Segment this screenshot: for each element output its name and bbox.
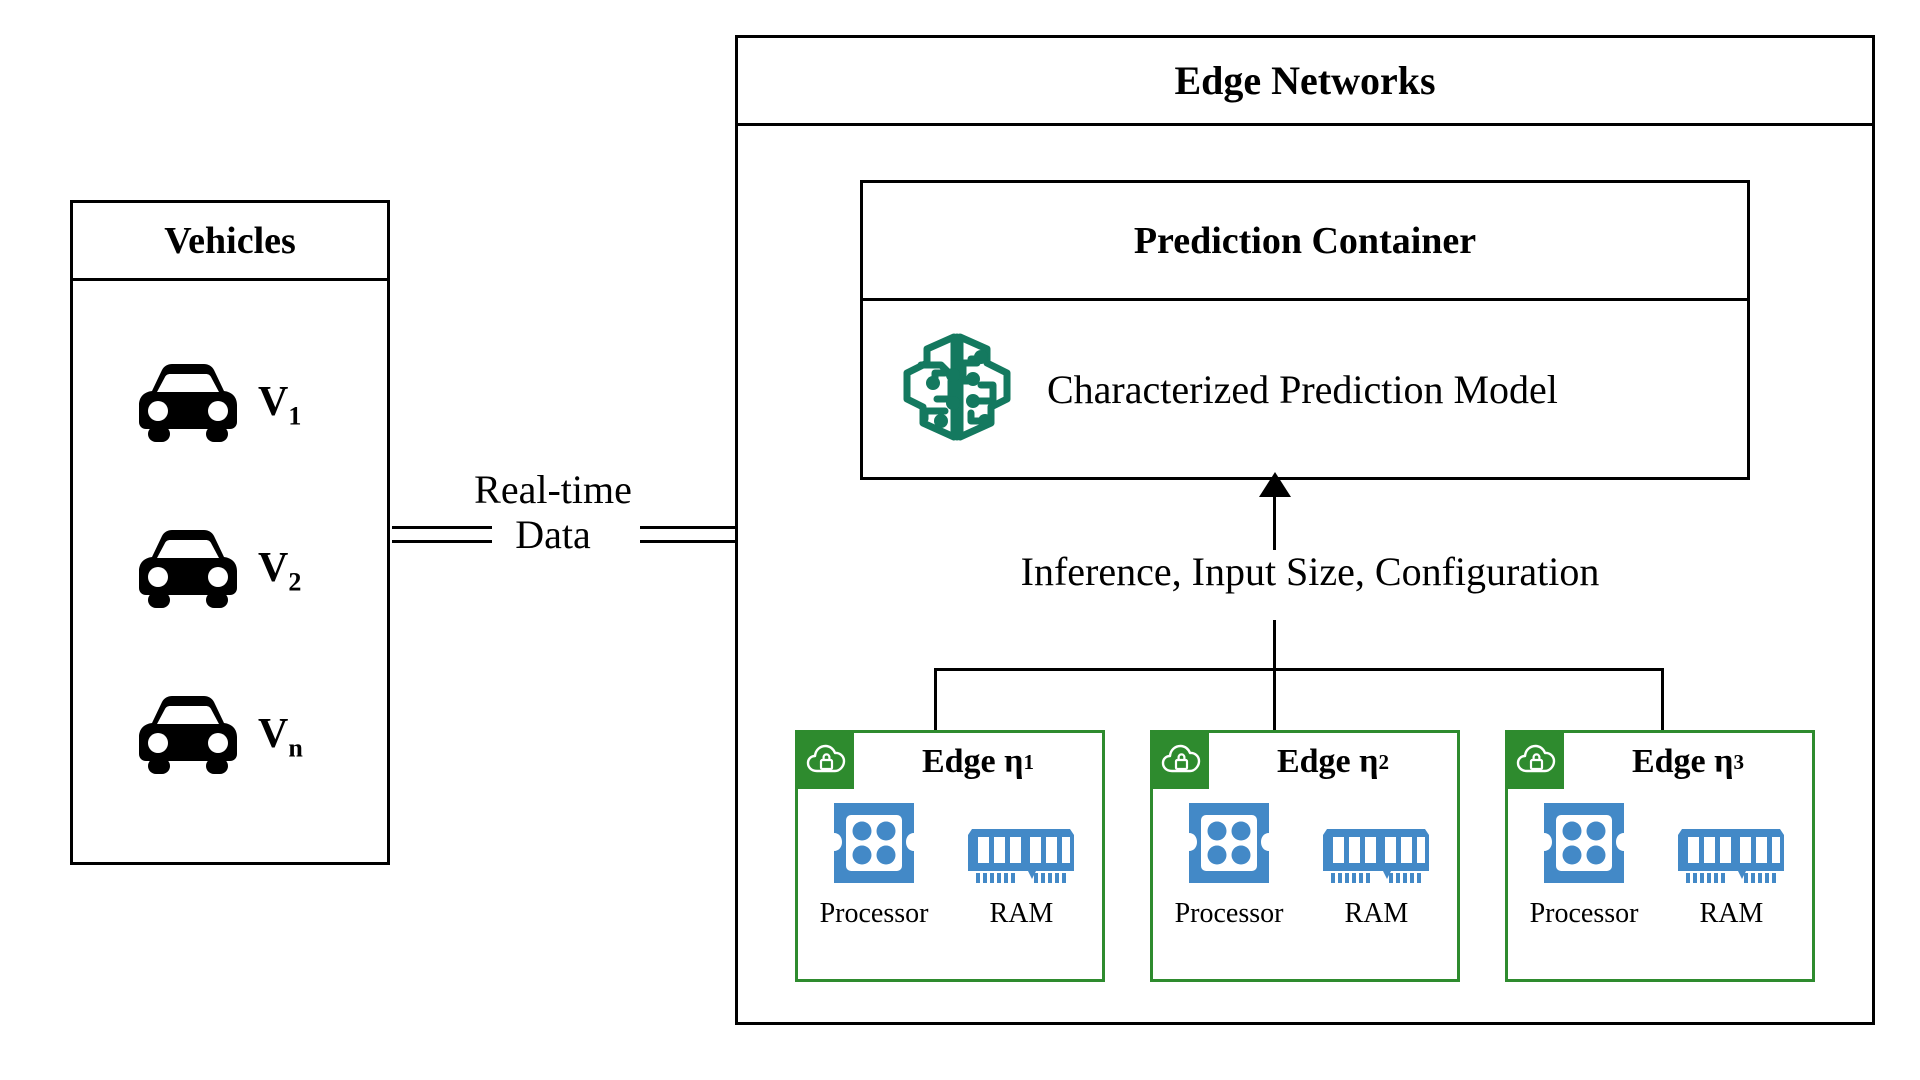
- ram-icon: [1672, 821, 1790, 896]
- prediction-model-label: Characterized Prediction Model: [1047, 366, 1558, 412]
- car-icon: [136, 364, 240, 447]
- prediction-container-body: Characterized Prediction Model: [863, 301, 1747, 477]
- vehicle-item: V2: [110, 530, 350, 613]
- processor-icon: [826, 795, 922, 896]
- processor-label: Processor: [819, 898, 929, 929]
- car-icon: [136, 530, 240, 613]
- vehicle-label: V1: [258, 379, 302, 431]
- processor-label: Processor: [1174, 898, 1284, 929]
- processor-cell: Processor: [819, 795, 929, 929]
- processor-icon: [1181, 795, 1277, 896]
- vehicles-panel: Vehicles V1: [70, 200, 390, 865]
- cloud-lock-icon: [1508, 733, 1564, 789]
- inference-arrow-head: [1259, 472, 1291, 497]
- edge-node-hardware: Processor: [798, 795, 1102, 928]
- circuit-brain-icon: [893, 323, 1021, 456]
- realtime-data-label: Real-time Data: [398, 467, 708, 558]
- edge-node-hardware: Processor: [1508, 795, 1812, 928]
- realtime-data-line1: Real-time: [474, 467, 632, 512]
- cloud-lock-icon: [798, 733, 854, 789]
- realtime-data-line2: Data: [515, 511, 591, 557]
- vehicles-panel-title: Vehicles: [73, 203, 387, 281]
- ram-label: RAM: [1699, 898, 1764, 929]
- realtime-connector-rail-right-bottom: [640, 540, 738, 543]
- realtime-connector-rail-left-bottom: [392, 540, 492, 543]
- inference-label: Inference, Input Size, Configuration: [1020, 549, 1600, 594]
- edge-node-hardware: Processor: [1153, 795, 1457, 928]
- ram-label: RAM: [1344, 898, 1409, 929]
- realtime-connector-rail-right-top: [640, 526, 738, 529]
- ram-icon: [962, 821, 1080, 896]
- inference-bus-rail: [934, 668, 1664, 671]
- inference-bus-drop-2: [1273, 668, 1276, 732]
- edge-networks-title: Edge Networks: [738, 38, 1872, 126]
- processor-icon: [1536, 795, 1632, 896]
- vehicles-list: V1 V2: [73, 281, 387, 862]
- cloud-lock-icon: [1153, 733, 1209, 789]
- inference-arrow-shaft: [1273, 492, 1276, 550]
- prediction-container-title: Prediction Container: [863, 183, 1747, 301]
- processor-cell: Processor: [1529, 795, 1639, 929]
- ram-label: RAM: [989, 898, 1054, 929]
- inference-bus-drop-1: [934, 668, 937, 732]
- ram-cell: RAM: [1317, 821, 1435, 928]
- prediction-container: Prediction Container: [860, 180, 1750, 480]
- ram-cell: RAM: [1672, 821, 1790, 928]
- vehicle-label: Vn: [258, 711, 303, 763]
- inference-bus-stem: [1273, 620, 1276, 670]
- inference-bus-drop-3: [1661, 668, 1664, 732]
- realtime-connector-rail-left-top: [392, 526, 492, 529]
- processor-cell: Processor: [1174, 795, 1284, 929]
- vehicle-item: Vn: [110, 696, 350, 779]
- vehicle-item: V1: [110, 364, 350, 447]
- ram-cell: RAM: [962, 821, 1080, 928]
- car-icon: [136, 696, 240, 779]
- ram-icon: [1317, 821, 1435, 896]
- processor-label: Processor: [1529, 898, 1639, 929]
- vehicle-label: V2: [258, 545, 302, 597]
